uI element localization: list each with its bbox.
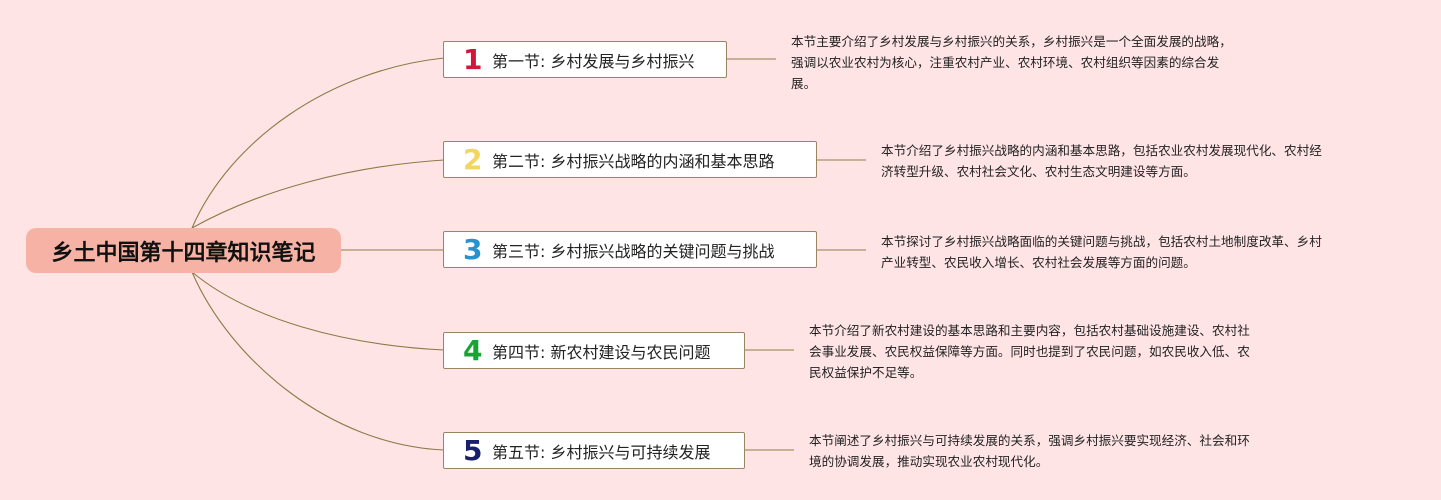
summary-line: 强调以农业农村为核心，注重农村产业、农村环境、农村组织等因素的综合发 [791, 55, 1220, 70]
summary-line: 本节阐述了乡村振兴与可持续发展的关系，强调乡村振兴要实现经济、社会和环 [809, 433, 1250, 448]
number-3-icon: 3 [463, 232, 483, 266]
summary-line: 本节介绍了乡村振兴战略的内涵和基本思路，包括农业农村发展现代化、农村经 [881, 143, 1322, 158]
section-1-title: 第一节: 乡村发展与乡村振兴 [492, 51, 695, 71]
section-3-topic[interactable]: 3 第三节: 乡村振兴战略的关键问题与挑战 [443, 231, 817, 268]
number-1-icon: 1 [463, 42, 483, 76]
summary-line: 济转型升级、农村社会文化、农村生态文明建设等方面。 [881, 164, 1196, 179]
connector-line-section-4 [191, 271, 445, 351]
section-5-topic[interactable]: 5 第五节: 乡村振兴与可持续发展 [443, 432, 745, 469]
section-3-summary: 本节探讨了乡村振兴战略面临的关键问题与挑战，包括农村土地制度改革、乡村 产业转型… [881, 231, 1322, 273]
summary-line: 展。 [791, 76, 817, 91]
root-topic-title: 乡土中国第十四章知识笔记 [51, 240, 316, 266]
summary-line: 境的协调发展，推动实现农业农村现代化。 [809, 454, 1049, 469]
section-2-summary: 本节介绍了乡村振兴战略的内涵和基本思路，包括农业农村发展现代化、农村经 济转型升… [881, 140, 1322, 182]
section-5-summary: 本节阐述了乡村振兴与可持续发展的关系，强调乡村振兴要实现经济、社会和环 境的协调… [809, 430, 1250, 472]
summary-line: 民权益保护不足等。 [809, 365, 923, 380]
summary-line: 产业转型、农民收入增长、农村社会发展等方面的问题。 [881, 255, 1196, 270]
section-2-topic[interactable]: 2 第二节: 乡村振兴战略的内涵和基本思路 [443, 141, 817, 178]
section-1-topic[interactable]: 1 第一节: 乡村发展与乡村振兴 [443, 41, 727, 78]
number-4-icon: 4 [463, 333, 483, 367]
section-4-title: 第四节: 新农村建设与农民问题 [492, 342, 711, 362]
connector-line-section-2 [191, 159, 445, 229]
summary-line: 本节介绍了新农村建设的基本思路和主要内容，包括农村基础设施建设、农村社 [809, 323, 1250, 338]
section-2-title: 第二节: 乡村振兴战略的内涵和基本思路 [492, 151, 775, 171]
section-3-title: 第三节: 乡村振兴战略的关键问题与挑战 [492, 241, 775, 261]
root-topic[interactable]: 乡土中国第十四章知识笔记 [26, 228, 341, 273]
connector-line-section-5 [191, 271, 445, 451]
summary-line: 本节主要介绍了乡村发展与乡村振兴的关系，乡村振兴是一个全面发展的战略， [791, 34, 1232, 49]
summary-line: 会事业发展、农民权益保障等方面。同时也提到了农民问题，如农民收入低、农 [809, 344, 1250, 359]
section-4-summary: 本节介绍了新农村建设的基本思路和主要内容，包括农村基础设施建设、农村社 会事业发… [809, 320, 1250, 383]
section-1-summary: 本节主要介绍了乡村发展与乡村振兴的关系，乡村振兴是一个全面发展的战略， 强调以农… [791, 31, 1232, 94]
section-4-topic[interactable]: 4 第四节: 新农村建设与农民问题 [443, 332, 745, 369]
summary-line: 本节探讨了乡村振兴战略面临的关键问题与挑战，包括农村土地制度改革、乡村 [881, 234, 1322, 249]
number-5-icon: 5 [463, 433, 483, 467]
number-2-icon: 2 [463, 142, 483, 176]
connector-line-section-1 [191, 57, 445, 229]
section-5-title: 第五节: 乡村振兴与可持续发展 [492, 442, 711, 462]
